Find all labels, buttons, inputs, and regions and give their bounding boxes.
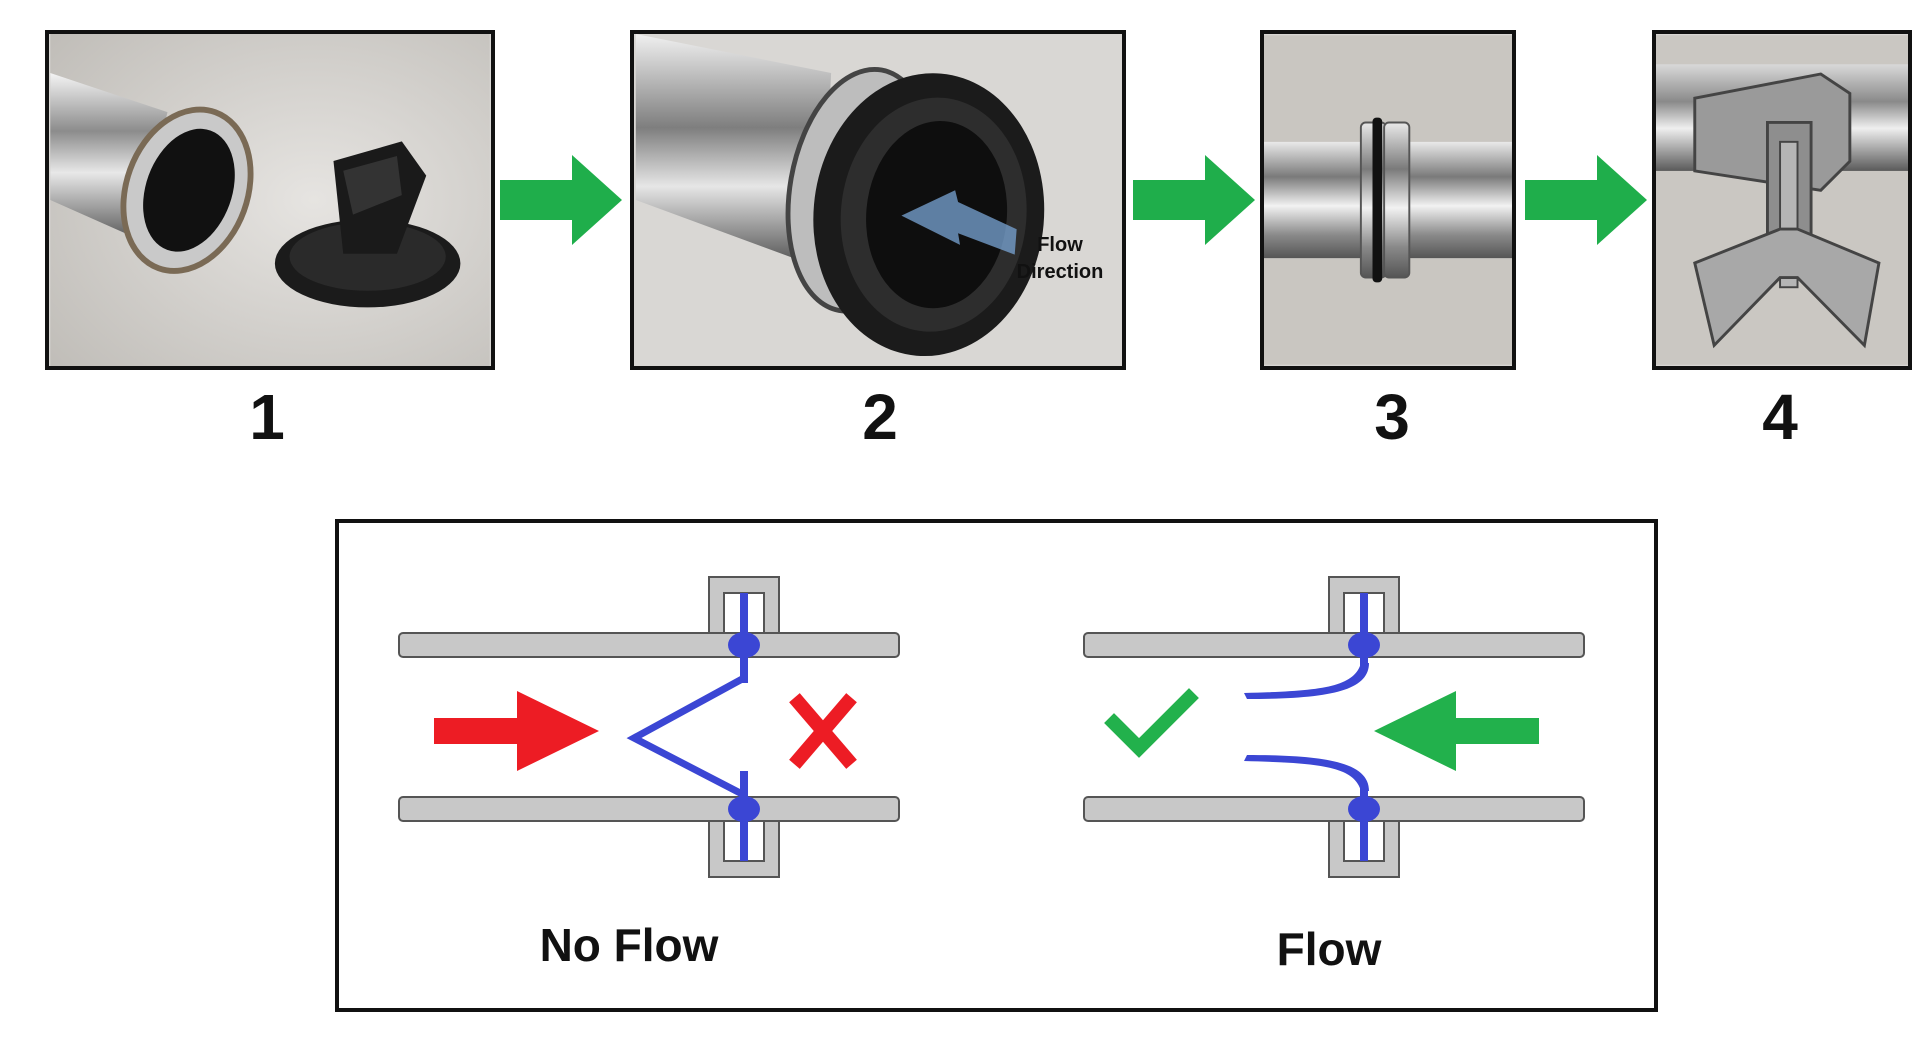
step-number-3: 3: [1374, 381, 1410, 453]
valve-diagrams: No Flow Flow: [398, 576, 1585, 975]
no-flow-diagram: [398, 576, 900, 878]
photo-step-2: [630, 30, 1126, 370]
flow-caption: Flow: [1277, 923, 1382, 975]
step-arrow-icon: [1133, 155, 1255, 245]
step-arrow-icon: [500, 155, 622, 245]
step-number-2: 2: [862, 381, 898, 453]
blocked-flow-arrow-icon: [434, 691, 599, 771]
photo-step-1: [45, 30, 495, 370]
flow-direction-label: Flow Direction: [1005, 232, 1115, 286]
photo-step-4: [1652, 30, 1912, 370]
flow-direction-line1: Flow: [1037, 234, 1083, 256]
valve-operation-legend: No Flow Flow: [335, 519, 1658, 1012]
flow-direction-line2: Direction: [1016, 261, 1104, 283]
photo-step-3: [1260, 30, 1516, 370]
step-number-4: 4: [1762, 381, 1798, 453]
gasket-on-pipe-image: [635, 34, 1121, 366]
step-arrow-icon: [1525, 155, 1647, 245]
step-number-1: 1: [249, 381, 285, 453]
allowed-flow-arrow-icon: [1374, 691, 1539, 771]
cross-icon: [789, 693, 857, 769]
flow-diagram: [1083, 576, 1585, 878]
check-icon: [1104, 688, 1199, 758]
clamp-installed-image: [1656, 35, 1908, 365]
no-flow-caption: No Flow: [540, 919, 719, 971]
pipes-joined-image: [1264, 35, 1512, 365]
pipe-and-valve-image: [50, 34, 490, 366]
